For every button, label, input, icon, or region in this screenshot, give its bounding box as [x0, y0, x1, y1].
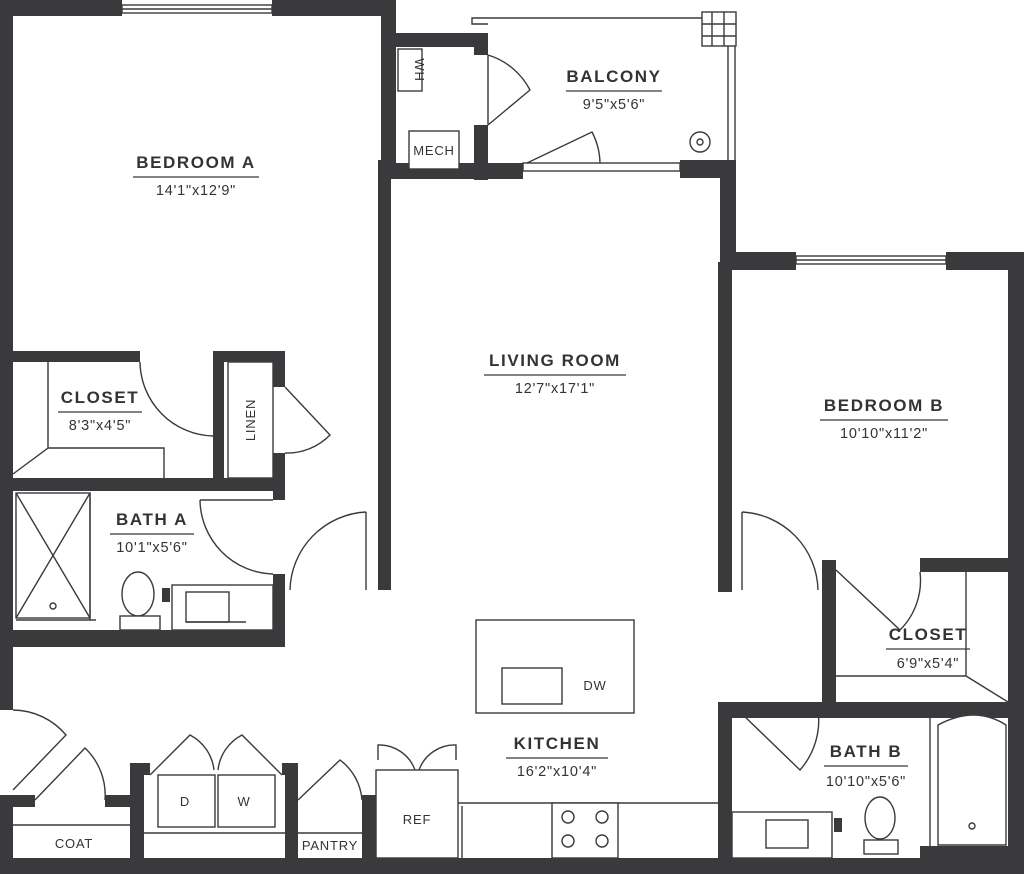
room-dimensions: 6'9"x5'4"	[897, 656, 960, 672]
room-dimensions: 10'10"x5'6"	[826, 774, 906, 790]
room-dimensions: 16'2"x10'4"	[517, 764, 597, 780]
room-dimensions: 12'7"x17'1"	[515, 381, 595, 397]
room-dimensions: 8'3"x4'5"	[69, 418, 132, 434]
room-name: BALCONY	[566, 67, 661, 86]
doors	[12, 54, 922, 801]
label-water-heater: WH	[412, 58, 427, 81]
room-bath-a: BATH A 10'1"x5'6"	[110, 510, 194, 556]
room-name: CLOSET	[889, 625, 968, 644]
balcony-rail	[471, 11, 737, 160]
label-mech: MECH	[413, 143, 454, 158]
label-washer: W	[237, 794, 250, 809]
room-dimensions: 14'1"x12'9"	[156, 183, 236, 199]
room-name: BEDROOM A	[136, 153, 256, 172]
label-dishwasher: DW	[583, 678, 606, 693]
room-kitchen: KITCHEN 16'2"x10'4"	[506, 734, 608, 780]
room-name: BATH A	[116, 510, 188, 529]
room-closet-a: CLOSET 8'3"x4'5"	[58, 388, 142, 434]
label-coat: COAT	[55, 836, 93, 851]
room-balcony: BALCONY 9'5"x5'6"	[566, 67, 662, 113]
label-dryer: D	[180, 794, 190, 809]
room-bedroom-b: BEDROOM B 10'10"x11'2"	[820, 396, 948, 442]
room-name: LIVING ROOM	[489, 351, 621, 370]
room-living-room: LIVING ROOM 12'7"x17'1"	[484, 351, 626, 397]
fixtures	[12, 48, 1009, 859]
label-refrigerator: REF	[403, 812, 431, 827]
room-name: BATH B	[830, 742, 903, 761]
room-name: KITCHEN	[514, 734, 601, 753]
room-dimensions: 10'1"x5'6"	[116, 540, 187, 556]
label-linen: LINEN	[243, 399, 258, 441]
fixture-labels: WH MECH LINEN DW REF D W COAT PANTRY	[55, 58, 606, 853]
label-pantry: PANTRY	[302, 838, 358, 853]
room-bath-b: BATH B 10'10"x5'6"	[824, 742, 908, 790]
windows	[121, 4, 947, 265]
room-dimensions: 10'10"x11'2"	[840, 426, 928, 442]
room-name: BEDROOM B	[824, 396, 944, 415]
room-bedroom-a: BEDROOM A 14'1"x12'9"	[133, 153, 259, 199]
room-closet-b: CLOSET 6'9"x5'4"	[886, 625, 970, 672]
room-name: CLOSET	[61, 388, 140, 407]
room-dimensions: 9'5"x5'6"	[583, 97, 646, 113]
